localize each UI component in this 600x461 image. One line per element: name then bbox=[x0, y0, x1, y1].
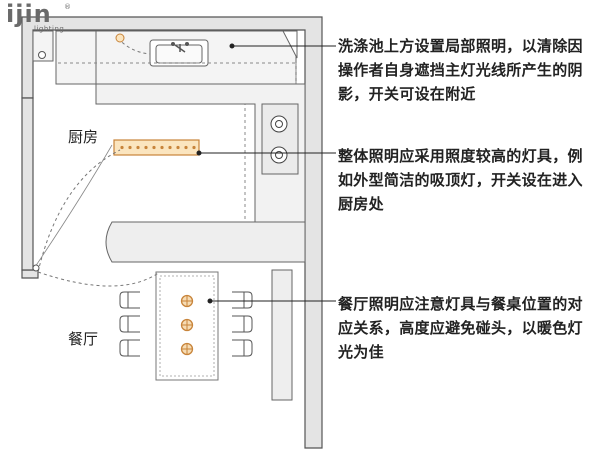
top-counter bbox=[32, 30, 298, 85]
chair-right-2 bbox=[232, 315, 253, 333]
chair-right-1 bbox=[232, 291, 253, 309]
cooktop bbox=[261, 103, 299, 175]
side-cabinet bbox=[271, 269, 293, 401]
chair-left-2 bbox=[119, 315, 140, 333]
chairs bbox=[119, 291, 253, 357]
room-label-dining: 餐厅 bbox=[68, 330, 99, 348]
burner-icons bbox=[270, 115, 288, 164]
ceiling-light-icon bbox=[113, 139, 200, 156]
chair-left-3 bbox=[119, 339, 140, 357]
switch-icon bbox=[115, 33, 125, 43]
door-swing-top bbox=[282, 30, 298, 59]
walls bbox=[21, 16, 323, 449]
switch-door-icon bbox=[32, 264, 40, 272]
door-swing-arc bbox=[32, 144, 113, 271]
wall-left-upper bbox=[21, 97, 34, 271]
fridge-knob bbox=[38, 51, 46, 59]
chair-left-1 bbox=[119, 291, 140, 309]
logo-main: ijin bbox=[6, 0, 52, 28]
cabinet-block bbox=[55, 30, 97, 85]
brand-logo: ijin lighting ® bbox=[6, 0, 71, 33]
logo-sub: lighting bbox=[34, 25, 65, 33]
annotation-sink-lighting: 洗涤池上方设置局部照明，以清除因操作者自身遮挡主灯光线所产生的阴影，开关可设在附… bbox=[338, 37, 583, 103]
annotation-dining-lighting: 餐厅照明应注意灯具与餐桌位置的对应关系，高度应避免碰头，以暖色灯光为佳 bbox=[338, 295, 583, 361]
wiring-arcs bbox=[37, 37, 161, 287]
room-label-kitchen: 厨房 bbox=[68, 128, 99, 146]
logo-registered-mark: ® bbox=[64, 3, 71, 11]
bar-counter bbox=[105, 221, 306, 263]
faucet-icon bbox=[174, 44, 186, 53]
fridge-cabinet bbox=[32, 30, 54, 62]
leader-lines bbox=[196, 43, 336, 304]
annotation-general-lighting: 整体照明应采用照度较高的灯具，例如外型简洁的吸顶灯，开关设在进入厨房处 bbox=[338, 147, 583, 213]
chair-right-3 bbox=[232, 339, 253, 357]
dining-table bbox=[155, 271, 219, 381]
